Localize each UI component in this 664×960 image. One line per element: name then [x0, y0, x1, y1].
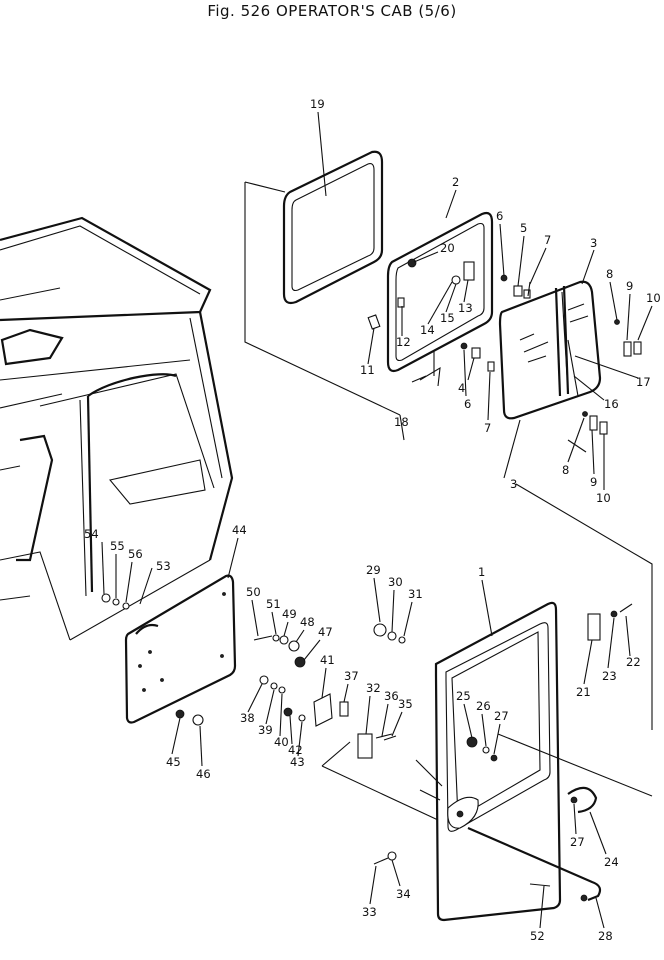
callout-21: 21	[576, 685, 591, 699]
callout-5: 5	[520, 221, 527, 235]
callout-45: 45	[166, 755, 181, 769]
callout-50: 50	[246, 585, 261, 599]
callout-33: 33	[362, 905, 377, 919]
callout-55: 55	[110, 539, 125, 553]
callout-17: 17	[636, 375, 651, 389]
callout-3b: 3	[510, 477, 517, 491]
callout-11: 11	[360, 363, 375, 377]
window-seal-assembly	[244, 150, 401, 416]
callout-9a: 9	[626, 279, 633, 293]
callout-2: 2	[452, 175, 459, 189]
callout-38: 38	[240, 711, 255, 725]
callout-43: 43	[290, 755, 305, 769]
window-frame	[367, 211, 494, 387]
callout-labels: 19 2 6 5 7 3 20 8 9 10 13 15 14 12 11 6 …	[84, 97, 661, 943]
callout-4: 4	[458, 381, 465, 395]
callout-26: 26	[476, 699, 491, 713]
glass-fasteners	[460, 274, 642, 435]
callout-36: 36	[384, 689, 399, 703]
callout-7a: 7	[544, 233, 551, 247]
callout-1: 1	[478, 565, 485, 579]
callout-10a: 10	[646, 291, 661, 305]
callout-12: 12	[396, 335, 411, 349]
callout-24: 24	[604, 855, 619, 869]
callout-9b: 9	[590, 475, 597, 489]
callout-29: 29	[366, 563, 381, 577]
cover-panel	[124, 574, 237, 724]
callout-6b: 6	[464, 397, 471, 411]
callout-51: 51	[266, 597, 281, 611]
callout-3a: 3	[590, 236, 597, 250]
callout-35: 35	[398, 697, 413, 711]
callout-22: 22	[626, 655, 641, 669]
callout-31: 31	[408, 587, 423, 601]
callout-15: 15	[440, 311, 455, 325]
callout-13: 13	[458, 301, 473, 315]
callout-49: 49	[282, 607, 297, 621]
callout-30: 30	[388, 575, 403, 589]
callout-53: 53	[156, 559, 171, 573]
callout-16: 16	[604, 397, 619, 411]
panel-bolts	[101, 541, 204, 726]
callout-18: 18	[394, 415, 409, 429]
callout-8a: 8	[606, 267, 613, 281]
callout-8b: 8	[562, 463, 569, 477]
callout-23: 23	[602, 669, 617, 683]
callout-25: 25	[456, 689, 471, 703]
callout-40: 40	[274, 735, 289, 749]
figure-title: Fig. 526 OPERATOR'S CAB (5/6)	[207, 2, 457, 20]
callout-41: 41	[320, 653, 335, 667]
callout-20: 20	[440, 241, 455, 255]
callout-28: 28	[598, 929, 613, 943]
callout-32: 32	[366, 681, 381, 695]
callout-44: 44	[232, 523, 247, 537]
callout-6a: 6	[496, 209, 503, 223]
callout-14: 14	[420, 323, 435, 337]
callout-56: 56	[128, 547, 143, 561]
callout-27b: 27	[570, 835, 585, 849]
cab-door	[373, 601, 653, 922]
callout-46: 46	[196, 767, 211, 781]
callout-19: 19	[310, 97, 325, 111]
callout-10b: 10	[596, 491, 611, 505]
callout-39: 39	[258, 723, 273, 737]
callout-37: 37	[344, 669, 359, 683]
callout-52: 52	[530, 929, 545, 943]
callout-48: 48	[300, 615, 315, 629]
callout-27a: 27	[494, 709, 509, 723]
sliding-glass	[498, 280, 602, 420]
latch-hardware	[253, 623, 443, 821]
callout-54: 54	[84, 527, 99, 541]
cab-body	[0, 216, 234, 641]
callout-34: 34	[396, 887, 411, 901]
callout-47: 47	[318, 625, 333, 639]
callout-7b: 7	[484, 421, 491, 435]
